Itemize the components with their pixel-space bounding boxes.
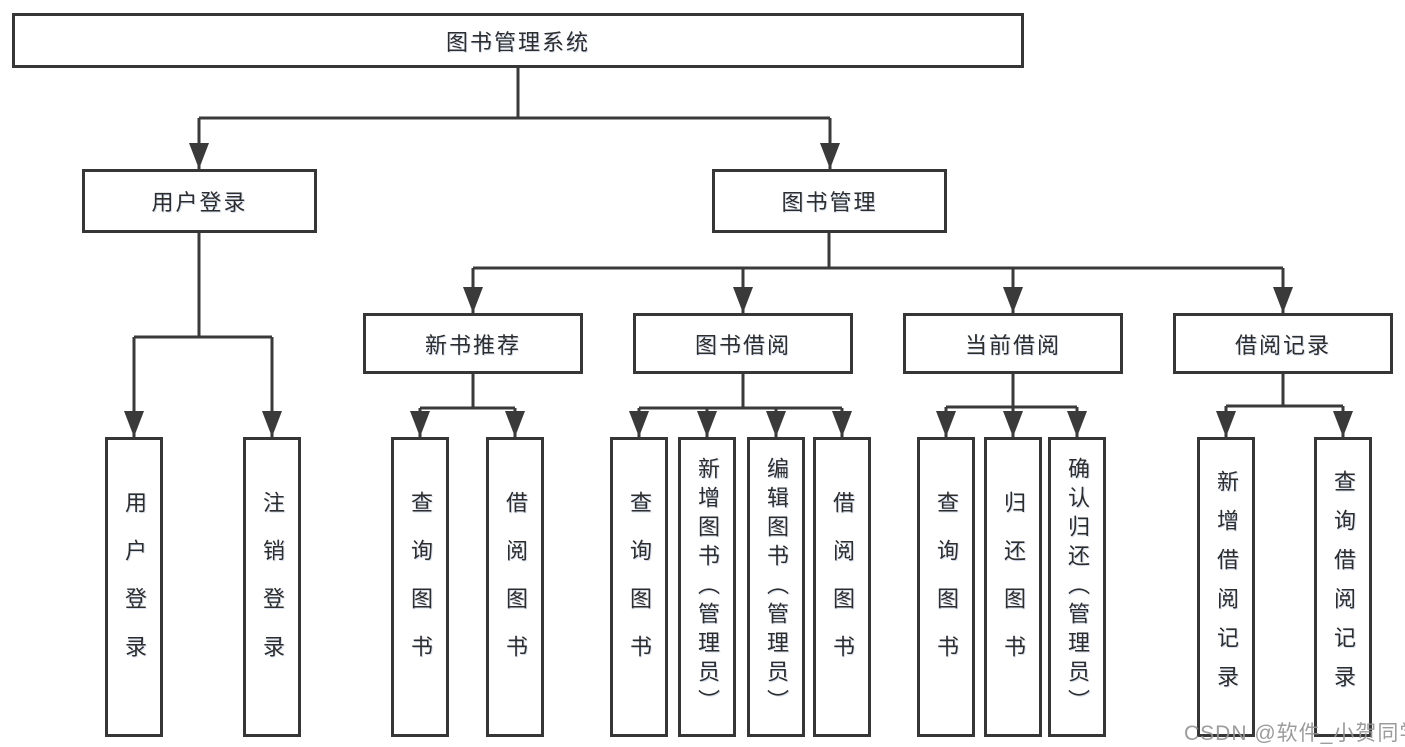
arrowheads (124, 143, 1353, 437)
leaf-user-login-label: 用户登录 (122, 491, 147, 683)
leaf-logout: 注销登录 (243, 437, 301, 737)
node-user-login-label: 用户登录 (151, 190, 248, 215)
leaf-logout-label: 注销登录 (260, 491, 285, 683)
leaf-current-query-book-label: 查询图书 (934, 491, 959, 683)
leaf-borrowing-add-book-admin-label: 新增图书（管理员） (695, 456, 720, 718)
leaf-current-query-book: 查询图书 (917, 437, 975, 737)
node-new-book-recommend: 新书推荐 (363, 313, 583, 374)
node-borrow-records-label: 借阅记录 (1234, 332, 1331, 358)
leaf-borrowing-edit-book-admin: 编辑图书（管理员） (747, 437, 805, 737)
leaf-current-confirm-return-admin: 确认归还（管理员） (1048, 437, 1106, 737)
leaf-borrowing-query-book: 查询图书 (610, 437, 668, 737)
leaf-borrowing-add-book-admin: 新增图书（管理员） (678, 437, 736, 737)
leaf-borrowing-borrow-book-label: 借阅图书 (830, 491, 855, 683)
node-user-login: 用户登录 (82, 169, 317, 233)
node-root-system-label: 图书管理系统 (445, 29, 590, 55)
leaf-recommend-query-book-label: 查询图书 (408, 491, 433, 683)
node-root-system: 图书管理系统 (12, 13, 1024, 68)
node-book-management: 图书管理 (712, 169, 947, 233)
node-book-management-label: 图书管理 (781, 190, 878, 215)
leaf-recommend-borrow-book: 借阅图书 (486, 437, 544, 737)
leaf-records-add-record: 新增借阅记录 (1197, 437, 1255, 737)
leaf-recommend-borrow-book-label: 借阅图书 (503, 491, 528, 683)
node-borrow-records: 借阅记录 (1173, 313, 1393, 374)
node-book-borrowing-label: 图书借阅 (694, 332, 791, 358)
leaf-records-query-record: 查询借阅记录 (1314, 437, 1372, 737)
leaf-user-login: 用户登录 (105, 437, 163, 737)
node-book-borrowing: 图书借阅 (633, 313, 853, 374)
leaf-records-add-record-label: 新增借阅记录 (1214, 470, 1239, 704)
node-current-borrowing: 当前借阅 (903, 313, 1123, 374)
leaf-recommend-query-book: 查询图书 (391, 437, 449, 737)
node-new-book-recommend-label: 新书推荐 (424, 332, 521, 358)
leaf-records-query-record-label: 查询借阅记录 (1331, 470, 1356, 704)
leaf-current-return-book-label: 归还图书 (1001, 491, 1026, 683)
csdn-watermark: CSDN @软件_小贺同学 (1184, 722, 1405, 745)
leaf-borrowing-borrow-book: 借阅图书 (813, 437, 871, 737)
node-current-borrowing-label: 当前借阅 (964, 332, 1061, 358)
leaf-borrowing-edit-book-admin-label: 编辑图书（管理员） (764, 456, 789, 718)
connector-paths (132, 68, 1345, 437)
leaf-current-confirm-return-admin-label: 确认归还（管理员） (1065, 456, 1090, 718)
leaf-borrowing-query-book-label: 查询图书 (627, 491, 652, 683)
leaf-current-return-book: 归还图书 (984, 437, 1042, 737)
